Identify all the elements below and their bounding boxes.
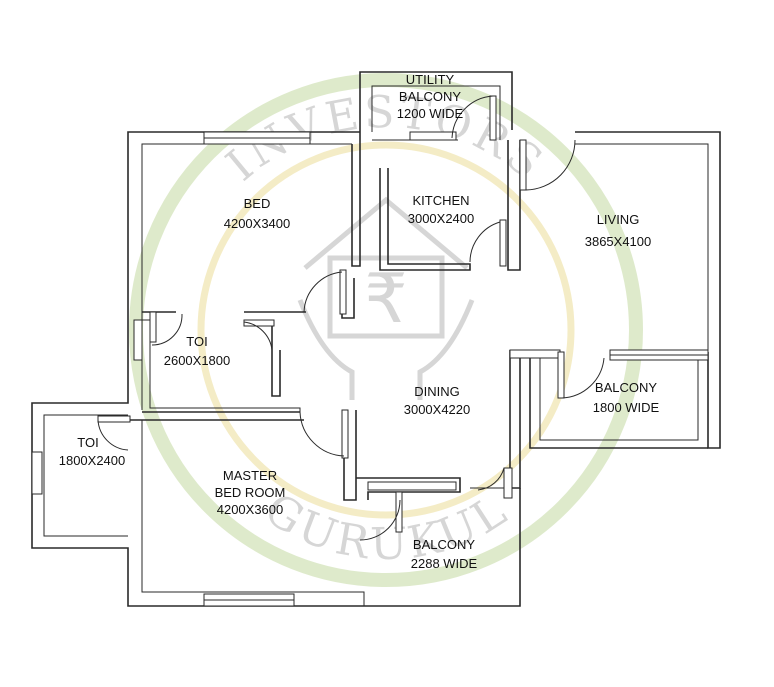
door-frame-bed [339, 269, 347, 315]
label-balcony2-dim: 2288 WIDE [411, 556, 478, 571]
label-utility-line2: BALCONY [399, 89, 461, 104]
watermark-inner-ring [197, 141, 575, 519]
label-bed-dim: 4200X3400 [224, 216, 291, 231]
label-master-line2: BED ROOM [215, 485, 286, 500]
rupee-icon: ₹ [364, 260, 407, 339]
label-utility-name: UTILITY [406, 72, 455, 87]
windows [31, 131, 709, 607]
toi2-walls [43, 414, 128, 537]
door-frame-living [519, 139, 527, 191]
door-frame-dining-right [503, 467, 513, 499]
label-toi1-dim: 2600X1800 [164, 353, 231, 368]
door-toi2 [97, 419, 129, 451]
outer-wall [31, 131, 521, 607]
door-frame-balcony1 [557, 351, 565, 399]
door-frame-toi2 [97, 415, 131, 423]
door-dining-right [477, 467, 505, 491]
label-toi1-name: TOI [186, 334, 207, 349]
door-frame-kitchen [499, 219, 507, 267]
label-balcony1-dim: 1800 WIDE [593, 400, 660, 415]
door-utility [451, 95, 494, 139]
kitchen-wall-left [379, 168, 471, 271]
door-kitchen [469, 221, 501, 263]
label-toi2-name: TOI [77, 435, 98, 450]
window-balcony1 [509, 349, 561, 359]
window-kitchen [409, 131, 457, 141]
utility-balcony-walls [359, 71, 513, 144]
label-dining-name: DINING [414, 384, 460, 399]
living-inner [575, 143, 709, 352]
balcony1-inner [539, 358, 699, 441]
door-living [525, 139, 576, 191]
label-dining-dim: 3000X4220 [404, 402, 471, 417]
window-bed-left [133, 319, 143, 361]
label-master-dim: 4200X3600 [217, 502, 284, 517]
living-walls [575, 131, 721, 449]
label-toi2-dim: 1800X2400 [59, 453, 126, 468]
balcony2-top-wall [356, 477, 461, 500]
door-toi1 [151, 313, 183, 346]
master-inner-line [141, 420, 365, 606]
door-balcony2 [359, 499, 401, 541]
label-utility-dim: 1200 WIDE [397, 106, 464, 121]
window-toi2 [31, 451, 43, 495]
door-frame-balcony2 [395, 491, 403, 533]
kitchen-wall-right [507, 140, 521, 271]
watermark: INVESTORS GURUKUL ₹ [129, 73, 643, 587]
door-frame-utility [489, 95, 497, 141]
balcony1-walls [529, 358, 708, 449]
label-kitchen-dim: 3000X2400 [408, 211, 475, 226]
toi1-walls [142, 319, 301, 412]
toi1-right-wall [271, 322, 281, 397]
room-labels: UTILITY BALCONY 1200 WIDE KITCHEN 3000X2… [59, 72, 660, 571]
doors [97, 95, 605, 541]
door-bed [303, 271, 343, 313]
label-master-name: MASTER [223, 468, 277, 483]
door-balcony1 [561, 357, 605, 399]
door-toi1b [243, 321, 273, 351]
utility-balcony-inner [371, 85, 501, 140]
kitchen-wall-top [351, 144, 361, 267]
walls [31, 71, 721, 607]
label-living-dim: 3865X4100 [585, 234, 652, 249]
door-frame-toi1 [149, 311, 157, 343]
label-bed-name: BED [244, 196, 271, 211]
window-dining [367, 481, 457, 491]
label-balcony2-name: BALCONY [413, 537, 475, 552]
door-frame-toi1b [243, 319, 275, 327]
label-living-name: LIVING [597, 212, 640, 227]
door-master [299, 411, 345, 457]
door-frame-master [341, 409, 349, 459]
label-kitchen-name: KITCHEN [412, 193, 469, 208]
label-balcony1-name: BALCONY [595, 380, 657, 395]
